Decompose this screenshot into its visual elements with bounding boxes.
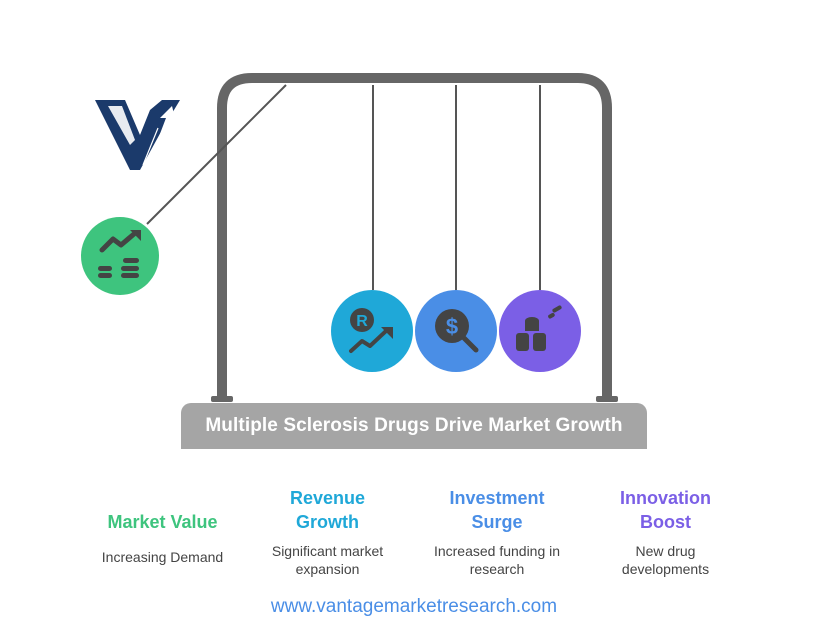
rupee-growth-icon: R [349, 308, 393, 353]
column-revenue-growth: Revenue Growth Significant market expans… [250, 486, 405, 578]
string-swung [146, 84, 287, 225]
column-title-line: Boost [640, 512, 691, 532]
dollar-search-icon: $ [435, 309, 479, 353]
column-investment-surge: Investment Surge Increased funding in re… [418, 486, 576, 578]
vantage-logo-icon [95, 100, 180, 170]
column-title: Market Value [107, 512, 218, 532]
svg-text:R: R [356, 313, 368, 330]
column-title-line: Revenue [289, 488, 366, 508]
chart-trend-coins-icon [98, 230, 141, 278]
column-description-line: New drug [635, 543, 696, 559]
frame-foot-left [211, 396, 233, 402]
column-description-line: Increased funding in [433, 543, 561, 559]
cradle-frame [217, 73, 612, 398]
ball-investment-surge: $ [415, 290, 497, 372]
column-description-line: developments [621, 561, 710, 577]
frame-foot-right [596, 396, 618, 402]
column-description-line: research [469, 561, 525, 577]
column-market-value: Market Value Increasing Demand [85, 510, 240, 566]
ball-market-value [81, 217, 159, 295]
ball-innovation-boost [499, 290, 581, 372]
website-link[interactable]: www.vantagemarketresearch.com [270, 596, 558, 617]
title-banner: Multiple Sclerosis Drugs Drive Market Gr… [181, 403, 647, 449]
column-title-line: Surge [471, 512, 523, 532]
coin-stacks-icon [516, 305, 562, 351]
column-innovation-boost: Innovation Boost New drug developments [588, 486, 743, 578]
column-description-line: Significant market [271, 543, 384, 559]
column-title-line: Growth [296, 512, 359, 532]
column-description: Increasing Demand [101, 549, 224, 565]
svg-text:$: $ [446, 314, 458, 339]
column-title-line: Investment [449, 488, 545, 508]
column-description-line: expansion [295, 561, 360, 577]
diagram-title: Multiple Sclerosis Drugs Drive Market Gr… [205, 415, 623, 436]
ball-revenue-growth: R [331, 290, 413, 372]
column-title-line: Innovation [620, 488, 711, 508]
